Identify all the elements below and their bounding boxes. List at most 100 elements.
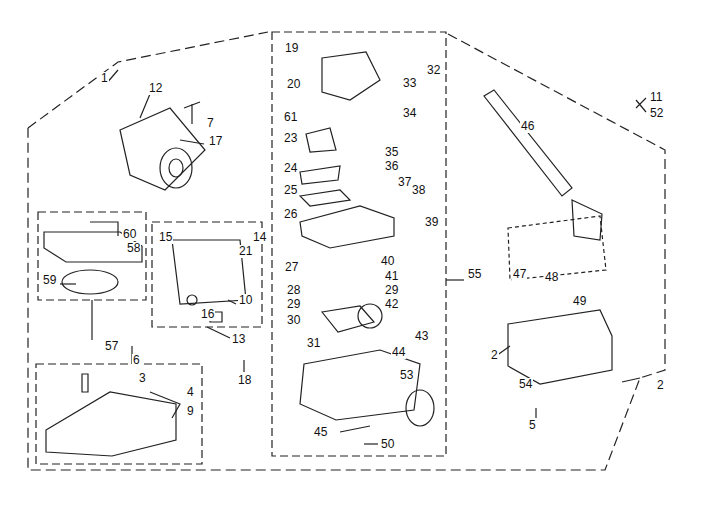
screw-part (622, 378, 640, 382)
callout-number: 2 (490, 349, 499, 362)
bracket-part (184, 102, 200, 124)
callout-number: 4 (186, 386, 195, 399)
callout-number: 43 (414, 330, 429, 343)
callout-number: 40 (380, 255, 395, 268)
group-outline (38, 212, 146, 300)
leader-line (207, 327, 230, 338)
spring-part (300, 166, 340, 184)
leader-line (140, 94, 150, 118)
shaft-part (484, 90, 572, 196)
base-part (46, 392, 176, 456)
callout-number: 42 (384, 298, 399, 311)
callout-number: 24 (283, 162, 298, 175)
callout-number: 2 (656, 379, 665, 392)
callout-number: 10 (238, 294, 253, 307)
callout-number: 39 (424, 216, 439, 229)
capacitor-part (62, 270, 118, 294)
pin-part (82, 374, 88, 392)
callout-number: 46 (520, 120, 535, 133)
bracket-part (300, 206, 394, 248)
callout-number: 28 (286, 284, 301, 297)
gear-housing (300, 350, 420, 420)
callout-number: 55 (467, 268, 482, 281)
gear-part (358, 304, 382, 328)
leader-line (180, 140, 204, 144)
coupling-part (572, 200, 602, 240)
callout-number: 5 (528, 419, 537, 432)
callout-number: 21 (238, 245, 253, 258)
motor-end (169, 159, 183, 177)
callout-number: 29 (384, 284, 399, 297)
callout-number: 25 (283, 184, 298, 197)
leader-line (228, 300, 236, 304)
callout-number: 6 (132, 354, 141, 367)
callout-number: 38 (411, 184, 426, 197)
callout-number: 9 (186, 405, 195, 418)
callout-number: 33 (402, 77, 417, 90)
callout-number: 35 (384, 146, 399, 159)
callout-number: 48 (544, 271, 559, 284)
callout-number: 61 (283, 111, 298, 124)
group-outline (152, 222, 262, 327)
group-outline (272, 32, 446, 456)
callout-number: 52 (649, 107, 664, 120)
callout-number: 18 (237, 374, 252, 387)
callout-number: 11 (649, 91, 663, 104)
callout-number: 49 (572, 295, 587, 308)
callout-number: 29 (286, 298, 301, 311)
screw-part (535, 408, 536, 418)
leader-line (340, 426, 370, 432)
callout-number: 27 (284, 261, 299, 274)
cam-part (306, 128, 336, 152)
callout-number: 34 (402, 107, 417, 120)
leader-line (446, 279, 464, 280)
leader-line (91, 300, 92, 340)
leader-line (60, 283, 76, 284)
callout-number: 7 (206, 117, 215, 130)
bracket-part (508, 310, 612, 384)
leader-line (364, 443, 378, 444)
wire-part (90, 222, 118, 236)
screw-part (243, 360, 244, 372)
callout-number: 13 (231, 333, 246, 346)
latch-part (150, 392, 180, 418)
motor-end (160, 148, 192, 188)
callout-number: 19 (284, 42, 299, 55)
plate-part (300, 190, 350, 206)
callout-number: 1 (100, 72, 109, 85)
callout-number: 20 (286, 78, 301, 91)
group-outline (36, 364, 202, 464)
callout-number: 59 (42, 274, 57, 287)
callout-number: 58 (126, 242, 141, 255)
callout-number: 12 (148, 82, 163, 95)
callout-number: 53 (399, 369, 414, 382)
callout-number: 23 (283, 132, 298, 145)
callout-number: 26 (283, 208, 298, 221)
lever-part (322, 52, 380, 100)
callout-number: 47 (512, 268, 527, 281)
pulley-part (406, 390, 434, 426)
plate-part (322, 306, 374, 332)
callout-number: 57 (104, 340, 119, 353)
callout-number: 14 (252, 231, 267, 244)
callout-number: 36 (384, 160, 399, 173)
callout-number: 60 (122, 228, 137, 241)
callout-number: 41 (384, 270, 399, 283)
callout-number: 17 (208, 135, 223, 148)
assembly-outline (28, 32, 268, 128)
callout-number: 30 (286, 314, 301, 327)
callout-number: 32 (426, 64, 441, 77)
callout-number: 45 (313, 426, 328, 439)
callout-number: 54 (518, 378, 533, 391)
callout-number: 44 (391, 346, 406, 359)
screw-part (187, 295, 197, 305)
callout-number: 15 (158, 231, 173, 244)
callout-number: 50 (380, 438, 395, 451)
callout-number: 31 (306, 337, 321, 350)
clip-part (636, 98, 646, 112)
callout-number: 16 (200, 308, 215, 321)
plate-part (172, 240, 246, 304)
assembly-outline (28, 34, 665, 470)
callout-number: 3 (138, 372, 147, 385)
